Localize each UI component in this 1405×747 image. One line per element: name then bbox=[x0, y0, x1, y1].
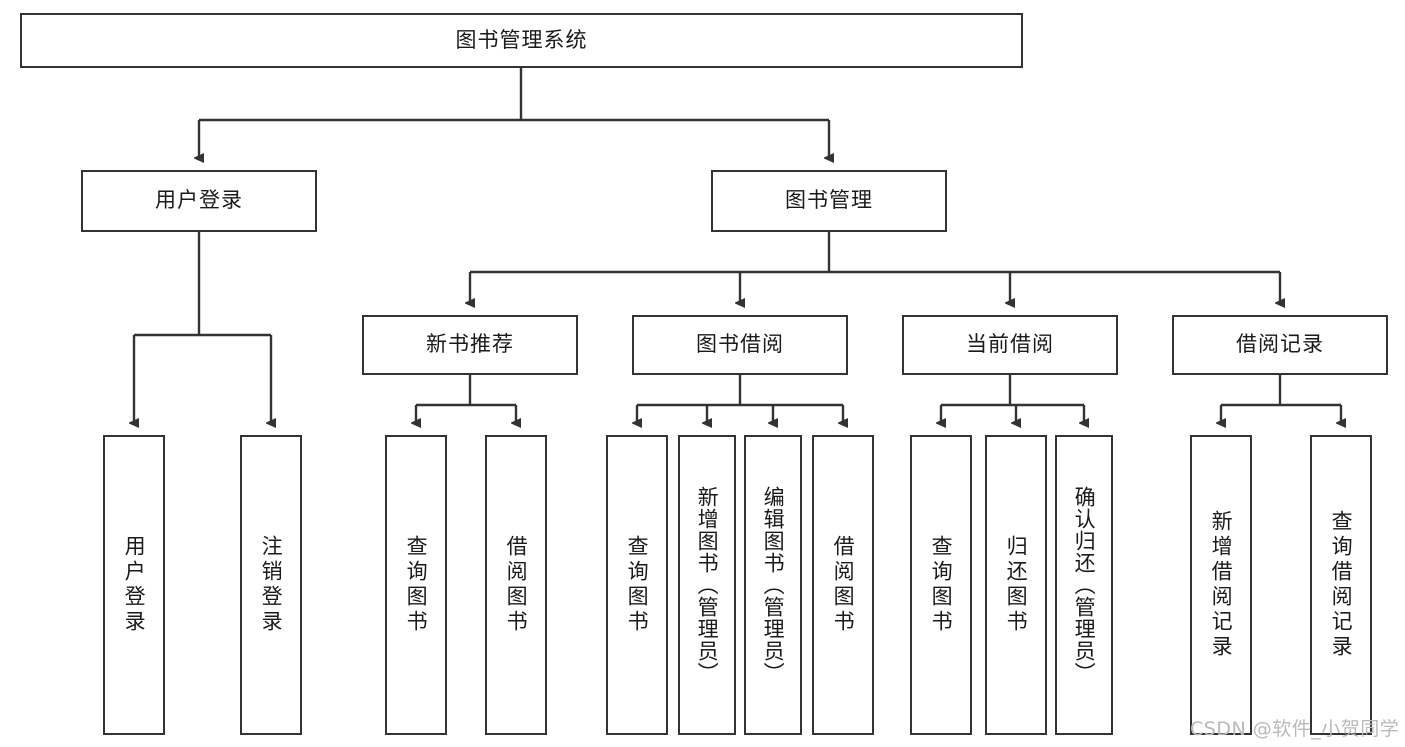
node-leaf-add-record[interactable]: 新增借阅记录 bbox=[1190, 435, 1252, 735]
node-borrow-record[interactable]: 借阅记录 bbox=[1172, 315, 1388, 375]
csdn-watermark: CSDN @软件_小贺同学 bbox=[1190, 718, 1400, 740]
node-leaf-query-book-1[interactable]: 查询图书 bbox=[385, 435, 447, 735]
node-root[interactable]: 图书管理系统 bbox=[20, 13, 1023, 68]
node-leaf-edit-book[interactable]: 编辑图书（管理员） bbox=[744, 435, 802, 735]
node-user-login[interactable]: 用户登录 bbox=[81, 170, 317, 232]
node-leaf-borrow-book-1[interactable]: 借阅图书 bbox=[485, 435, 547, 735]
node-leaf-return-book[interactable]: 归还图书 bbox=[985, 435, 1047, 735]
node-book-borrow[interactable]: 图书借阅 bbox=[632, 315, 848, 375]
node-leaf-query-book-2[interactable]: 查询图书 bbox=[606, 435, 668, 735]
node-book-manage[interactable]: 图书管理 bbox=[711, 170, 947, 232]
node-leaf-query-record[interactable]: 查询借阅记录 bbox=[1310, 435, 1372, 735]
node-current-borrow[interactable]: 当前借阅 bbox=[902, 315, 1118, 375]
node-leaf-user-logout[interactable]: 注销登录 bbox=[240, 435, 302, 735]
node-leaf-query-book-3[interactable]: 查询图书 bbox=[910, 435, 972, 735]
node-leaf-user-login[interactable]: 用户登录 bbox=[103, 435, 165, 735]
node-leaf-borrow-book-2[interactable]: 借阅图书 bbox=[812, 435, 874, 735]
node-new-book-recommend[interactable]: 新书推荐 bbox=[362, 315, 578, 375]
node-leaf-add-book[interactable]: 新增图书（管理员） bbox=[678, 435, 736, 735]
node-leaf-confirm-return[interactable]: 确认归还（管理员） bbox=[1055, 435, 1113, 735]
